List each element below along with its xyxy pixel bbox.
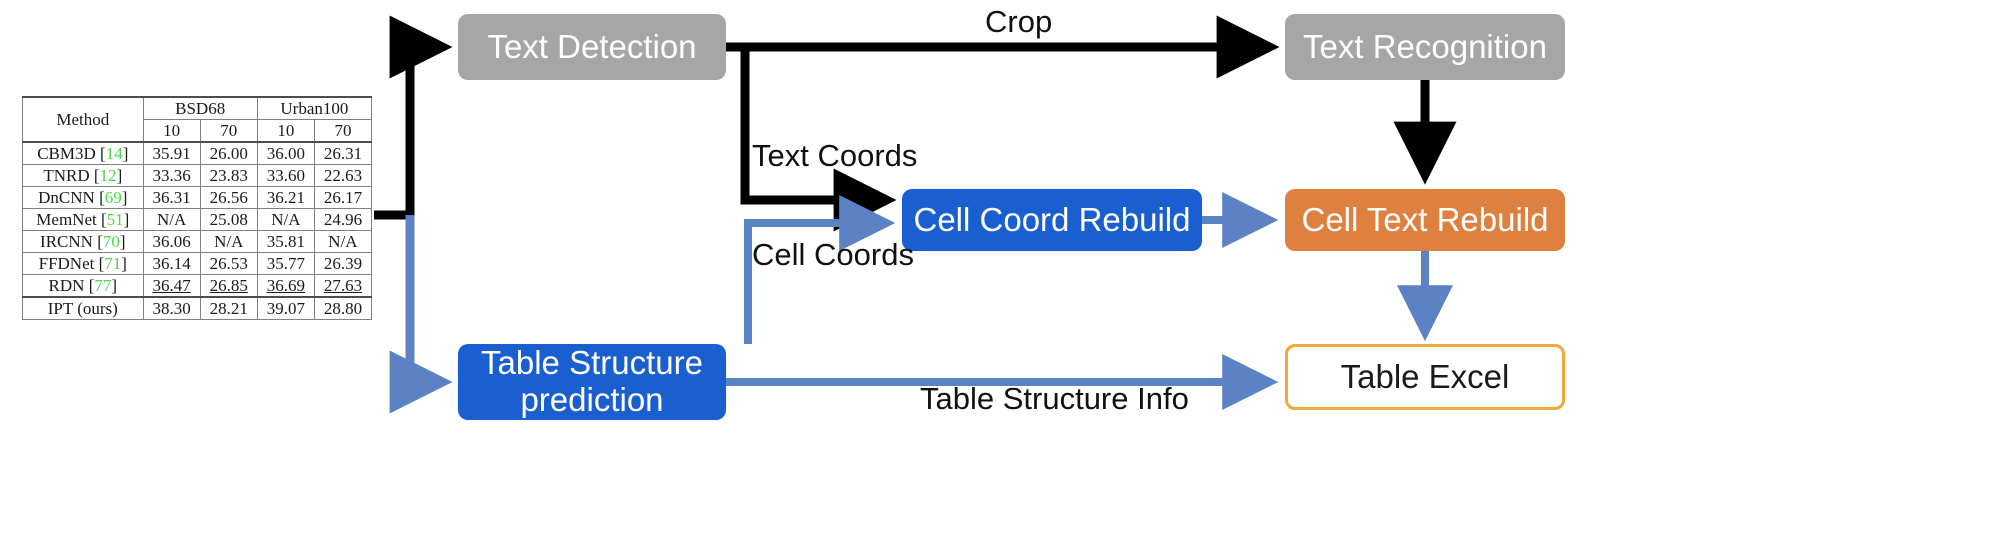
edge-to-table-structure	[389, 215, 453, 414]
table-row: MemNet [51] N/A 25.08 N/A 24.96	[22, 208, 373, 232]
cell-value: 35.91	[142, 141, 201, 166]
edge-label-cell-coords: Cell Coords	[752, 237, 914, 272]
table-row: FFDNet [71] 36.14 26.53 35.77 26.39	[22, 252, 373, 276]
node-cell-text-rebuild[interactable]: Cell Text Rebuild	[1285, 189, 1565, 251]
header-method: Method	[22, 95, 144, 143]
header-urban100-70: 70	[313, 119, 373, 143]
cell-value: 26.39	[313, 252, 373, 276]
cell-value: 36.69	[256, 274, 315, 299]
edge-label-text-coords: Text Coords	[752, 138, 918, 173]
cell-method: TNRD [12]	[22, 164, 144, 188]
cell-value: 26.56	[199, 186, 258, 210]
cell-value: 26.85	[199, 274, 258, 299]
cell-value: 24.96	[313, 208, 373, 232]
psnr-table: Method BSD68 Urban100 10 70 10 70 CBM3D …	[22, 95, 373, 321]
cell-value: 33.60	[256, 164, 315, 188]
node-table-structure-prediction[interactable]: Table Structure prediction	[458, 344, 726, 420]
cell-value: 38.30	[142, 296, 201, 321]
table-header-row-groups: Method BSD68 Urban100	[22, 95, 373, 143]
table-row: IRCNN [70] 36.06 N/A 35.81 N/A	[22, 230, 373, 254]
cell-value: 35.77	[256, 252, 315, 276]
cell-value: 26.31	[313, 141, 373, 166]
cell-method: IRCNN [70]	[22, 230, 144, 254]
edge-to-text-detection	[389, 15, 453, 215]
cell-method: DnCNN [69]	[22, 186, 144, 210]
edge-cell-coords	[744, 195, 896, 344]
cell-value: 39.07	[256, 296, 315, 321]
cell-value: 36.00	[256, 141, 315, 166]
table-row: DnCNN [69] 36.31 26.56 36.21 26.17	[22, 186, 373, 210]
cell-value: 26.17	[313, 186, 373, 210]
cell-value: 33.36	[142, 164, 201, 188]
cell-value: 28.21	[199, 296, 258, 321]
cell-value: 26.53	[199, 252, 258, 276]
node-cell-coord-rebuild[interactable]: Cell Coord Rebuild	[902, 189, 1202, 251]
cell-value: 36.21	[256, 186, 315, 210]
cell-value: 36.06	[142, 230, 201, 254]
cell-value: 35.81	[256, 230, 315, 254]
cell-value: 27.63	[313, 274, 373, 299]
cell-value: N/A	[199, 230, 258, 254]
source-table-image: Method BSD68 Urban100 10 70 10 70 CBM3D …	[22, 95, 373, 321]
table-row: CBM3D [14] 35.91 26.00 36.00 26.31	[22, 141, 373, 166]
table-header-row-levels: 10 70 10 70	[23, 119, 373, 143]
cell-method: CBM3D [14]	[22, 141, 144, 166]
cell-value: N/A	[256, 208, 315, 232]
cell-method: RDN [77]	[22, 274, 144, 299]
cell-value: 22.63	[313, 164, 373, 188]
header-group-bsd68: BSD68	[142, 96, 258, 121]
cell-value: 26.00	[199, 141, 258, 166]
cell-value: N/A	[313, 230, 373, 254]
table-row: IPT (ours) 38.30 28.21 39.07 28.80	[22, 296, 373, 321]
edge-text-coords	[740, 47, 897, 232]
node-text-recognition[interactable]: Text Recognition	[1285, 14, 1565, 80]
node-text-detection[interactable]: Text Detection	[458, 14, 726, 80]
table-row: TNRD [12] 33.36 23.83 33.60 22.63	[22, 164, 373, 188]
cell-value: 28.80	[313, 296, 373, 321]
edge-label-table-structure-info: Table Structure Info	[920, 381, 1189, 416]
table-row: RDN [77] 36.47 26.85 36.69 27.63	[22, 274, 373, 299]
cell-method: FFDNet [71]	[22, 252, 144, 276]
cell-value: N/A	[142, 208, 201, 232]
cell-value: 36.31	[142, 186, 201, 210]
edge-label-crop: Crop	[985, 4, 1053, 39]
cell-value: 25.08	[199, 208, 258, 232]
cell-value: 36.47	[142, 274, 201, 299]
cell-method: IPT (ours)	[22, 296, 144, 321]
cell-method: MemNet [51]	[22, 208, 144, 232]
header-group-urban100: Urban100	[256, 96, 373, 121]
node-table-excel[interactable]: Table Excel	[1285, 344, 1565, 410]
